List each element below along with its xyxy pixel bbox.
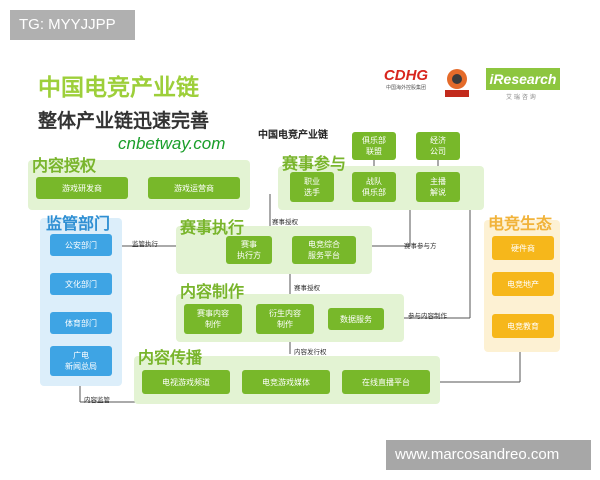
box-education: 电竞教育: [492, 314, 554, 338]
panel-production-title: 内容制作: [180, 282, 245, 301]
box-pro-player: 职业 选手: [290, 172, 334, 202]
label-content-supervise: 内容监管: [84, 396, 110, 404]
box-team-club: 战队 俱乐部: [352, 172, 396, 202]
box-culture: 文化部门: [50, 273, 112, 295]
panel-content-license-title: 内容授权: [32, 156, 97, 175]
panel-supervision-title: 监管部门: [46, 214, 111, 233]
box-game-developer: 游戏研发商: [36, 177, 128, 199]
panel-ecosystem-title: 电竞生态: [488, 214, 553, 233]
box-data-service: 数据服务: [328, 308, 384, 330]
panel-distribution-title: 内容传播: [138, 348, 203, 367]
iresearch-logo: iResearch: [486, 68, 560, 90]
cdhg-logo-sub: 中国海外控股集团: [385, 85, 426, 91]
brand-url: cnbetway.com: [118, 134, 226, 153]
cdhg-logo-text: CDHG: [383, 67, 429, 84]
box-live-platform: 在线直播平台: [342, 370, 430, 394]
label-supervise-exec: 监管执行: [132, 240, 158, 248]
box-derivative-content: 衍生内容 制作: [256, 304, 314, 334]
box-sports: 体育部门: [50, 312, 112, 334]
cdhg-logo: CDHG 中国海外控股集团: [378, 67, 434, 95]
watermark-bottom: www.marcosandreo.com: [386, 440, 591, 470]
box-agency: 经济 公司: [416, 132, 460, 160]
label-participate-produce: 参与内容制作: [408, 312, 447, 320]
iresearch-logo-sub: 艾 瑞 咨 询: [506, 94, 536, 101]
box-game-operator: 游戏运营商: [148, 177, 240, 199]
label-event-license-2: 赛事授权: [294, 284, 320, 292]
chain-label: 中国电竞产业链: [258, 130, 328, 141]
box-public-security: 公安部门: [50, 234, 112, 256]
box-hardware: 硬件商: [492, 236, 554, 260]
diagram-subtitle: 整体产业链迅速完善: [38, 110, 210, 132]
panel-execution-title: 赛事执行: [180, 218, 245, 237]
box-real-estate: 电竞地产: [492, 272, 554, 296]
box-tv-channel: 电视游戏频道: [142, 370, 230, 394]
box-streamer: 主播 解说: [416, 172, 460, 202]
label-content-issue: 内容发行权: [294, 348, 327, 356]
box-radio-tv: 广电 新闻总局: [50, 346, 112, 376]
box-event-executor: 赛事 执行方: [226, 236, 272, 264]
label-participate: 赛事参与方: [404, 242, 437, 250]
huaqi-logo: [440, 66, 474, 100]
watermark-top: TG: MYYJJPP: [10, 10, 135, 40]
box-esports-media: 电竞游戏媒体: [242, 370, 330, 394]
diagram-title: 中国电竞产业链: [38, 75, 199, 101]
box-service-platform: 电竞综合 服务平台: [292, 236, 356, 264]
box-club-league: 俱乐部 联盟: [352, 132, 396, 160]
panel-participation-title: 赛事参与: [282, 154, 347, 173]
label-event-license: 赛事授权: [272, 218, 298, 226]
box-event-content: 赛事内容 制作: [184, 304, 242, 334]
